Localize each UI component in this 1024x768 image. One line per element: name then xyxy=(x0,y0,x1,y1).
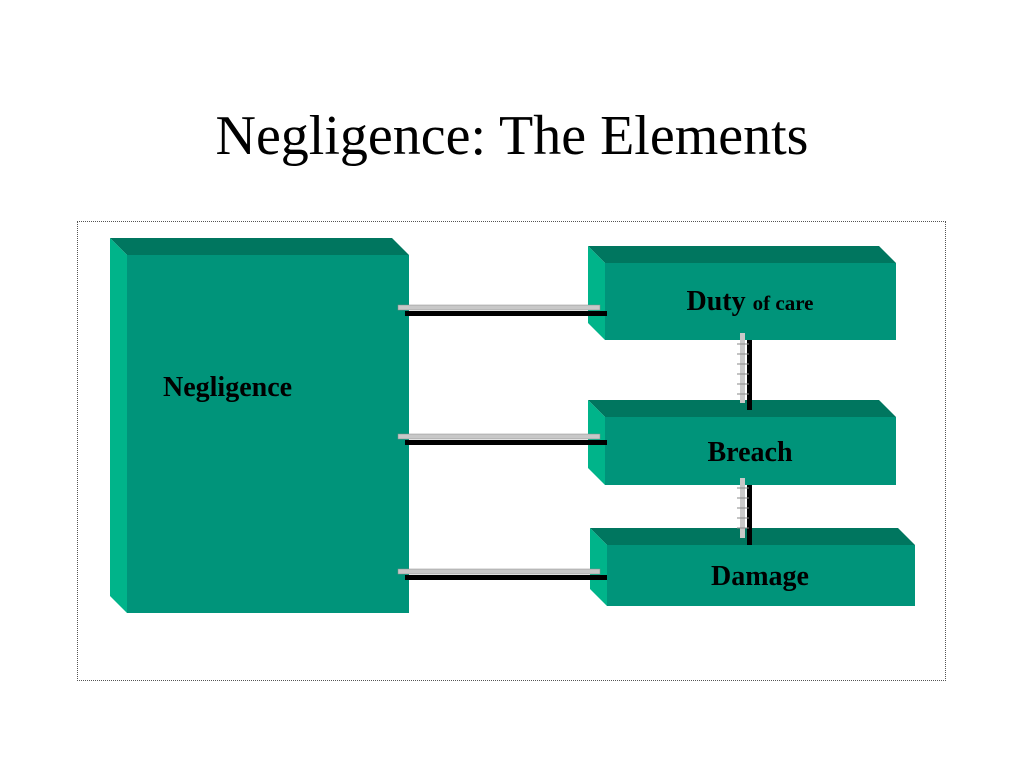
damage-box xyxy=(590,528,915,606)
diagram-frame xyxy=(77,221,946,681)
connector-duty xyxy=(397,304,607,316)
chain-duty-breach xyxy=(737,333,752,410)
duty-box-side xyxy=(588,246,605,340)
connector-breach xyxy=(397,433,607,445)
negligence-box-top xyxy=(110,238,409,255)
damage-box-top xyxy=(590,528,915,545)
duty-box-face xyxy=(605,263,896,340)
negligence-box-face xyxy=(127,255,409,613)
negligence-box-side xyxy=(110,238,127,613)
breach-box-face xyxy=(605,417,896,485)
breach-box-top xyxy=(588,400,896,417)
slide-title: Negligence: The Elements xyxy=(215,105,809,167)
duty-label-main: Duty xyxy=(686,286,746,317)
duty-box xyxy=(588,246,896,340)
negligence-label: Negligence xyxy=(163,372,293,403)
duty-label-suffix: of care xyxy=(752,291,814,315)
duty-box-top xyxy=(588,246,896,263)
chain-breach-damage xyxy=(737,478,752,545)
damage-label: Damage xyxy=(711,561,809,592)
damage-box-face xyxy=(607,545,915,606)
connector-damage xyxy=(397,568,607,580)
breach-label: Breach xyxy=(707,437,793,468)
damage-box-side xyxy=(590,528,607,606)
negligence-box xyxy=(110,238,409,613)
duty-label: Duty of care xyxy=(600,286,900,318)
